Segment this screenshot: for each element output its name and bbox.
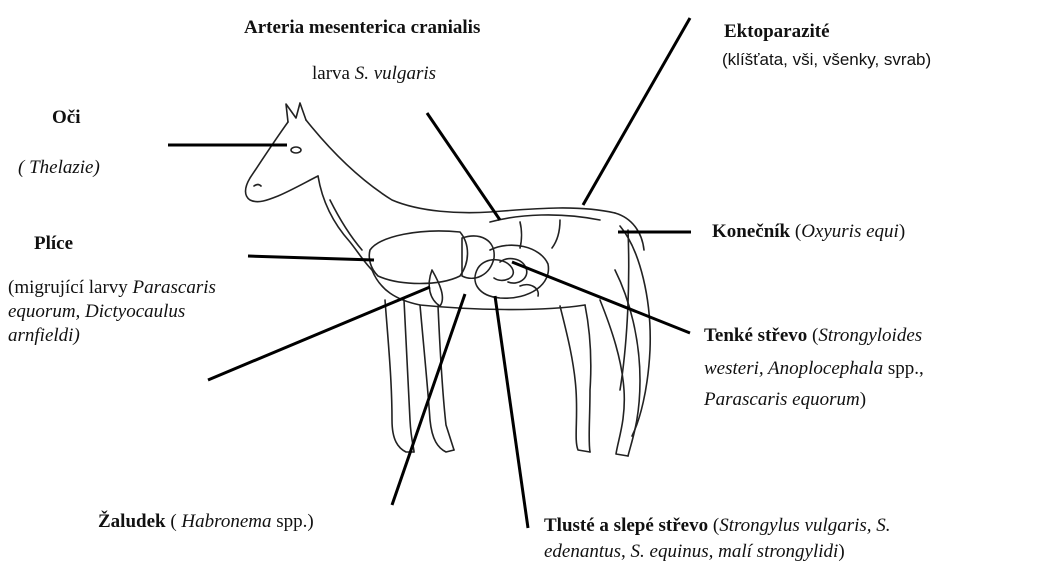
leader-ektoparazite: [583, 18, 690, 205]
label-tenke-tail2: spp.,: [883, 358, 924, 379]
label-arteria-pre: larva: [312, 63, 350, 84]
label-zaludek-open: (: [166, 511, 182, 532]
label-tluste-title: Tlusté a slepé střevo: [544, 515, 708, 536]
label-zaludek-title: Žaludek: [98, 511, 166, 532]
label-plice-line2: equorum, Dictyocaulus: [8, 300, 185, 324]
label-zaludek-species: Habronema: [181, 511, 271, 532]
label-konecnik-open: (: [790, 221, 801, 242]
label-tluste-open: (: [708, 515, 719, 536]
label-tenke-open: (: [807, 325, 818, 346]
leader-lines: [168, 18, 691, 528]
label-konecnik-close: ): [899, 221, 905, 242]
leader-zaludek: [392, 294, 465, 505]
label-oci-detail: ( Thelazie): [18, 156, 100, 180]
label-konecnik-species: Oxyuris equi: [801, 221, 899, 242]
label-oci-title: Oči: [52, 106, 81, 130]
label-tenke-line3: Parascaris equorum): [704, 388, 866, 412]
label-zaludek-tail: spp.): [272, 511, 314, 532]
label-tenke-title: Tenké střevo: [704, 325, 807, 346]
leader-diagonal: [208, 287, 430, 380]
label-tenke-species2: westeri, Anoplocephala: [704, 358, 883, 379]
label-arteria-detail: larva S. vulgaris: [312, 62, 436, 86]
label-tenke-species3: Parascaris equorum: [704, 389, 860, 410]
leader-plice: [248, 256, 374, 260]
leader-tenke: [512, 262, 690, 333]
label-konecnik: Konečník (Oxyuris equi): [712, 220, 905, 244]
label-tluste-close: ): [838, 541, 844, 562]
label-tluste-line1: Tlusté a slepé střevo (Strongylus vulgar…: [544, 514, 891, 538]
label-ektoparazite-detail: (klíšťata, vši, všenky, svrab): [722, 48, 931, 72]
label-plice-line3: arnfieldi): [8, 324, 80, 348]
label-plice-title: Plíce: [34, 232, 73, 256]
label-ektoparazite-title: Ektoparazité: [724, 20, 830, 44]
label-tluste-species2b: S. equinus, malí strongylidi: [631, 541, 839, 562]
label-tenke-species1: Strongyloides: [818, 325, 922, 346]
label-tenke-tail3: ): [860, 389, 866, 410]
label-tenke-line2: westeri, Anoplocephala spp.,: [704, 357, 924, 381]
label-zaludek: Žaludek ( Habronema spp.): [98, 510, 314, 534]
leader-arteria: [427, 113, 500, 220]
label-tluste-line2: edenantus, S. equinus, malí strongylidi): [544, 540, 845, 564]
label-tluste-species2a: edenantus: [544, 541, 621, 562]
label-tenke-line1: Tenké střevo (Strongyloides: [704, 324, 922, 348]
label-plice-line1-pre: (migrující larvy: [8, 277, 133, 298]
label-plice-line1-species: Parascaris: [133, 277, 216, 298]
label-tluste-sep: ,: [621, 541, 631, 562]
label-arteria-species: S. vulgaris: [355, 63, 436, 84]
label-arteria-title: Arteria mesenterica cranialis: [244, 16, 480, 40]
label-plice-line1: (migrující larvy Parascaris: [8, 276, 216, 300]
horse-outline: [246, 103, 651, 456]
leader-tluste: [495, 296, 528, 528]
label-tluste-species1: Strongylus vulgaris, S.: [719, 515, 890, 536]
label-konecnik-title: Konečník: [712, 221, 790, 242]
